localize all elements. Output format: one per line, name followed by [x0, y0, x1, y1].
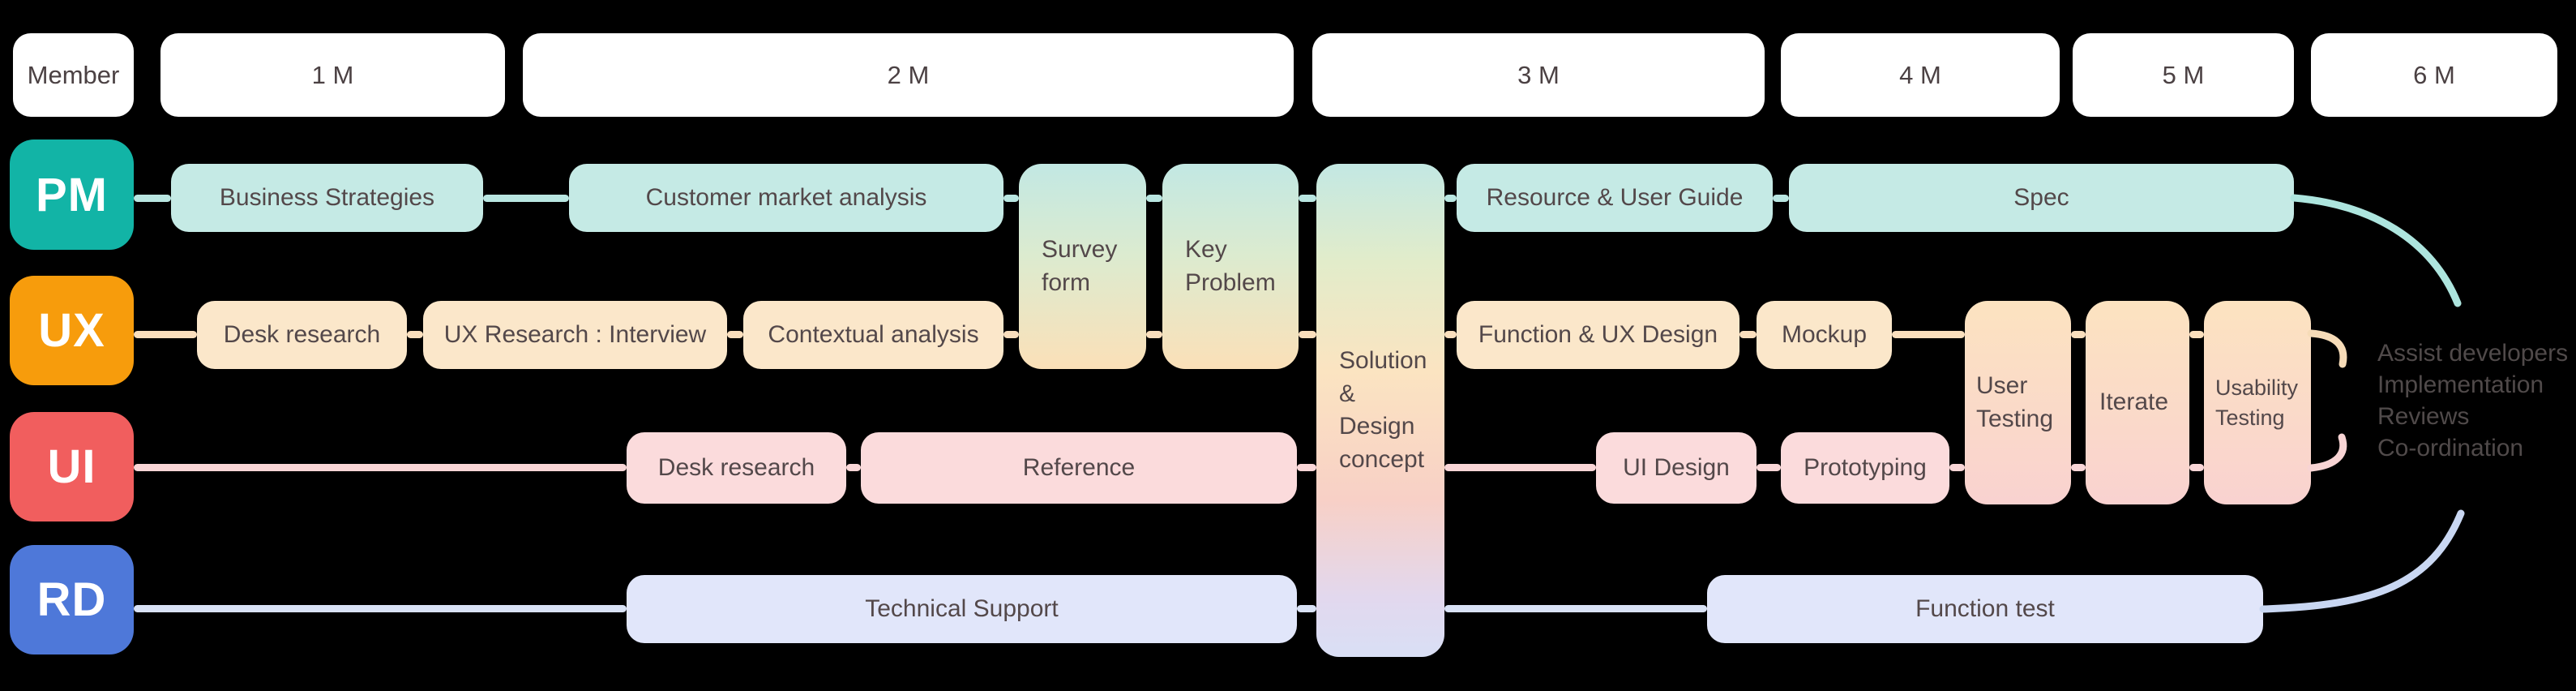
connector-line — [1892, 331, 1965, 338]
header-member: Member — [13, 33, 134, 117]
role-label-rd: RD — [10, 545, 134, 655]
role-label-pm: PM — [10, 139, 134, 250]
role-label-ui: UI — [10, 412, 134, 521]
curve-pm-outcome — [2290, 194, 2462, 307]
task-ui-desk-research: Desk research — [627, 432, 846, 504]
curve-rd-outcome — [2259, 509, 2465, 613]
task-key-problem: Key Problem — [1162, 164, 1299, 369]
header-month-3: 3 M — [1312, 33, 1765, 117]
connector-line — [1003, 331, 1019, 338]
connector-line — [407, 331, 423, 338]
task-business-strategies: Business Strategies — [171, 164, 483, 232]
task-ux-desk-research: Desk research — [197, 301, 407, 369]
connector-line — [2189, 464, 2204, 471]
task-customer-market-analysis: Customer market analysis — [569, 164, 1003, 232]
task-usability-testing: Usability Testing — [2204, 301, 2311, 504]
header-month-5: 5 M — [2073, 33, 2294, 117]
outcome-line: Reviews — [2377, 403, 2470, 430]
outcome-line: Co-ordination — [2377, 435, 2524, 461]
task-ux-research-interview: UX Research : Interview — [423, 301, 727, 369]
task-ui-design: UI Design — [1596, 432, 1757, 504]
curve-ui-outcome — [2307, 433, 2347, 472]
connector-line — [134, 331, 197, 338]
task-resource-user-guide: Resource & User Guide — [1457, 164, 1773, 232]
connector-line — [2071, 464, 2086, 471]
outcome-text-block: Assist developers Implementation Reviews… — [2377, 337, 2576, 464]
connector-line — [134, 605, 627, 612]
connector-line — [1444, 605, 1707, 612]
connector-line — [2071, 331, 2086, 338]
connector-line — [1739, 331, 1757, 338]
connector-line — [1444, 464, 1596, 471]
task-user-testing: User Testing — [1965, 301, 2071, 504]
task-technical-support: Technical Support — [627, 575, 1297, 643]
task-survey-form: Survey form — [1019, 164, 1146, 369]
task-mockup: Mockup — [1757, 301, 1892, 369]
curve-ux-outcome — [2307, 329, 2347, 368]
connector-line — [1757, 464, 1781, 471]
header-month-6: 6 M — [2311, 33, 2557, 117]
connector-line — [1444, 331, 1457, 338]
task-prototyping: Prototyping — [1781, 432, 1949, 504]
connector-line — [1146, 331, 1162, 338]
connector-line — [1299, 195, 1316, 202]
connector-line — [134, 195, 171, 202]
connector-line — [2189, 331, 2204, 338]
connector-line — [1297, 605, 1316, 612]
connector-line — [1949, 464, 1965, 471]
outcome-line: Implementation — [2377, 371, 2544, 398]
connector-line — [1444, 195, 1457, 202]
connector-line — [846, 464, 861, 471]
connector-line — [727, 331, 743, 338]
connector-line — [134, 464, 627, 471]
task-contextual-analysis: Contextual analysis — [743, 301, 1003, 369]
header-month-2: 2 M — [523, 33, 1294, 117]
connector-line — [1299, 331, 1316, 338]
connector-line — [1146, 195, 1162, 202]
task-reference: Reference — [861, 432, 1297, 504]
task-function-ux-design: Function & UX Design — [1457, 301, 1739, 369]
role-label-ux: UX — [10, 276, 134, 385]
task-spec: Spec — [1789, 164, 2294, 232]
connector-line — [1297, 464, 1316, 471]
header-month-1: 1 M — [160, 33, 505, 117]
connector-line — [1773, 195, 1789, 202]
task-function-test: Function test — [1707, 575, 2263, 643]
outcome-line: Assist developers — [2377, 340, 2569, 367]
connector-line — [1003, 195, 1019, 202]
task-solution-design-concept: Solution & Design concept — [1316, 164, 1444, 657]
header-month-4: 4 M — [1781, 33, 2060, 117]
task-iterate: Iterate — [2086, 301, 2189, 504]
connector-line — [483, 195, 569, 202]
